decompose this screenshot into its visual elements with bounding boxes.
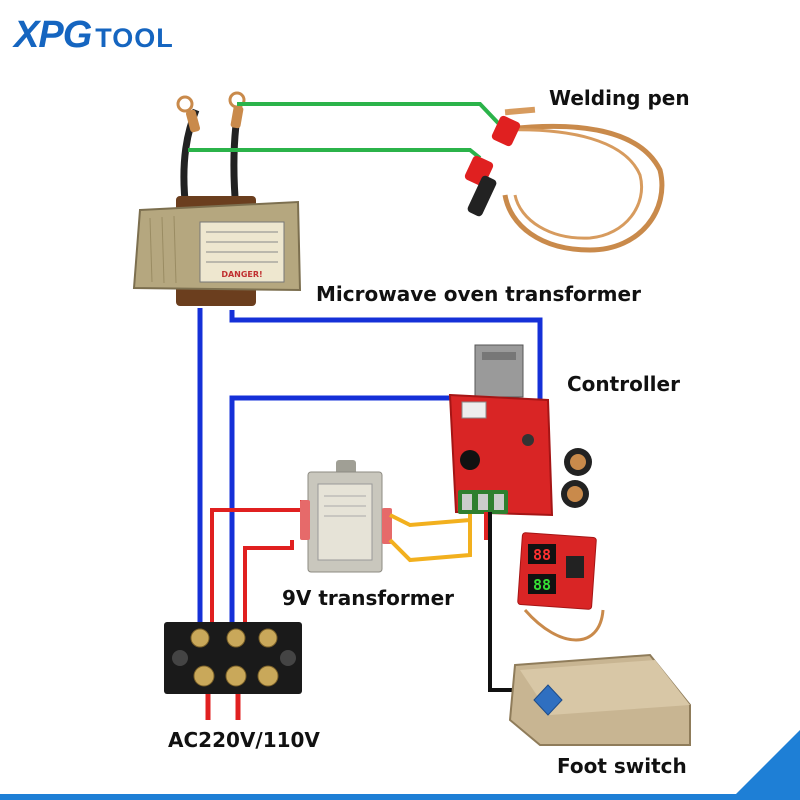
green-wire-top — [237, 102, 502, 127]
green-wire-bottom — [188, 148, 482, 160]
foot-switch — [508, 653, 691, 746]
microwave-oven-transformer: DANGER! — [132, 108, 302, 306]
9v-transformer — [300, 460, 392, 573]
label-ac-input: AC220V/110V — [168, 728, 320, 752]
xpg-tool-logo: XPG TOOL — [14, 14, 174, 57]
logo-brand-sub: TOOL — [95, 23, 174, 53]
label-foot-switch: Foot switch — [557, 754, 687, 778]
transformer-laminations — [149, 215, 177, 284]
display-digits-green: 88 — [533, 576, 551, 594]
ring-terminal-right — [228, 91, 246, 129]
ring-terminal-left — [176, 95, 201, 133]
black-wire-footswitch — [488, 512, 520, 692]
blue-wire-controller — [229, 395, 462, 630]
footer-bar — [0, 794, 800, 800]
label-welding-pen: Welding pen — [549, 86, 690, 110]
label-9v-transformer: 9V transformer — [282, 586, 454, 610]
controller-board — [448, 344, 592, 517]
nameplate-warning: DANGER! — [221, 270, 262, 279]
display-digits-red: 88 — [533, 546, 551, 564]
yellow-wire-bottom — [388, 520, 472, 563]
terminal-block — [164, 622, 302, 694]
display-board: 88 88 — [517, 532, 597, 610]
foot-switch-diamond-icon — [533, 684, 563, 716]
logo-brand: XPG — [14, 14, 92, 56]
label-controller: Controller — [567, 372, 680, 396]
red-wire-9v-right — [243, 540, 294, 630]
blue-wire-primary-right — [229, 310, 543, 400]
label-microwave-transformer: Microwave oven transformer — [316, 282, 641, 306]
nameplate-lines — [206, 231, 278, 263]
footer-corner-accent — [730, 730, 800, 800]
welding-pen — [464, 106, 665, 253]
red-wire-9v-left — [210, 500, 304, 630]
display-ribbon-cable — [523, 609, 605, 642]
